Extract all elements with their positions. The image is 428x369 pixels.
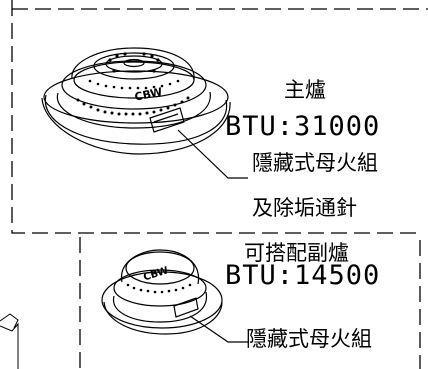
main-burner-btu: BTU:31000 bbox=[225, 111, 381, 142]
main-burner-concealed-flame: 隱藏式母火組 bbox=[252, 151, 378, 175]
side-burner-cap-logo: CBW bbox=[142, 265, 170, 283]
main-burner-title: 主爐 bbox=[284, 78, 326, 102]
main-burner-illustration bbox=[41, 47, 248, 179]
main-burner-cap-logo: CBW bbox=[133, 85, 163, 104]
main-burner-flame-holes bbox=[76, 52, 190, 116]
side-burner-illustration bbox=[101, 249, 248, 343]
side-burner-frame bbox=[79, 237, 421, 369]
side-burner-flame-holes bbox=[126, 283, 192, 294]
side-burner-btu: BTU:14500 bbox=[225, 260, 381, 291]
main-burner-accessory: 及除垢通針 bbox=[252, 196, 357, 220]
partial-object-left bbox=[0, 313, 19, 369]
side-burner-concealed-flame: 隱藏式母火組 bbox=[246, 327, 372, 351]
main-burner-frame bbox=[11, 0, 428, 234]
side-burner-title: 可搭配副爐 bbox=[244, 241, 349, 265]
